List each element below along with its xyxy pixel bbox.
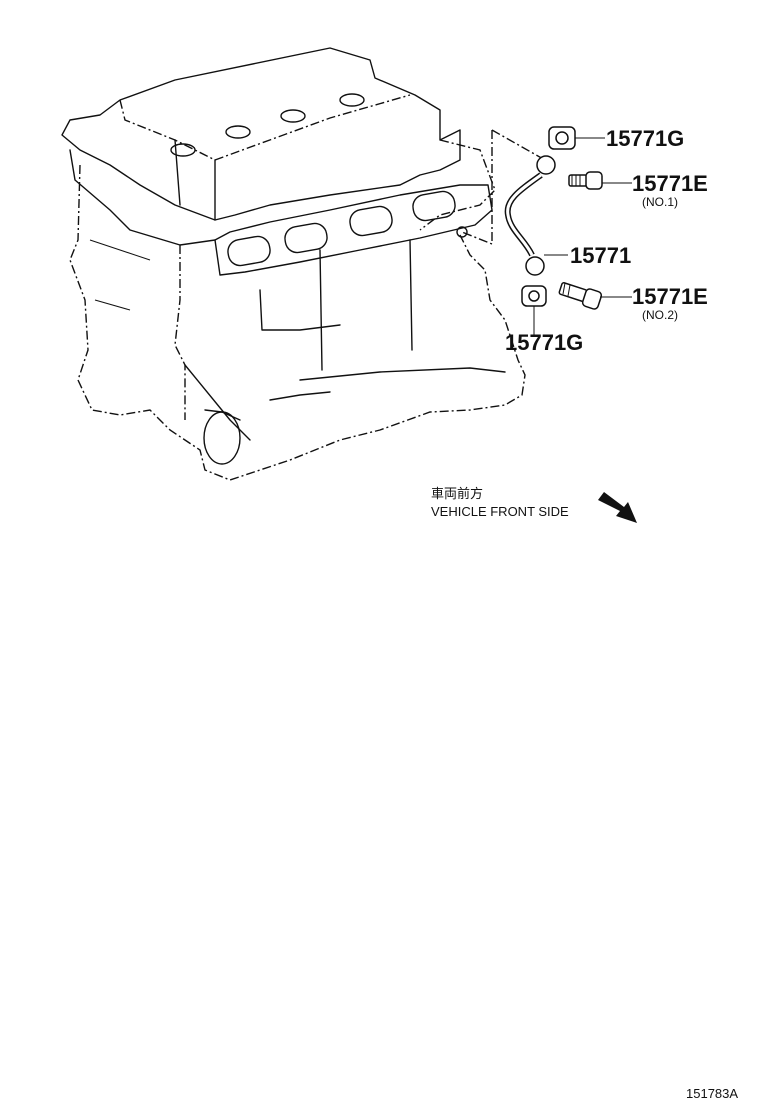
union-gasket-top-icon: [548, 126, 576, 150]
front-indicator-japanese: 車両前方: [431, 486, 483, 501]
front-direction-arrow-icon: [598, 492, 637, 523]
callout-note-bolt-no2: (NO.2): [642, 308, 678, 322]
union-bolt-no1-icon: [568, 171, 603, 190]
union-bolt-no2-icon: [558, 282, 603, 310]
callout-number-bolt-no1: 15771E: [632, 171, 708, 196]
leader-lines: [533, 137, 632, 335]
mounting-reference-lines: [461, 129, 546, 246]
front-indicator-english: VEHICLE FRONT SIDE: [431, 504, 569, 519]
callout-number-pipe: 15771: [570, 243, 631, 268]
callout-number-union-bottom: 15771G: [505, 330, 583, 355]
vehicle-front-indicator: 車両前方 VEHICLE FRONT SIDE: [431, 486, 637, 523]
illustration-code: 151783A: [686, 1086, 738, 1101]
oil-pipe-icon: [504, 155, 556, 276]
callout-number-union-top: 15771G: [606, 126, 684, 151]
engine-block-illustration: [61, 47, 526, 481]
callout-note-bolt-no1: (NO.1): [642, 195, 678, 209]
callout-number-bolt-no2: 15771E: [632, 284, 708, 309]
union-gasket-bottom-icon: [521, 285, 547, 307]
